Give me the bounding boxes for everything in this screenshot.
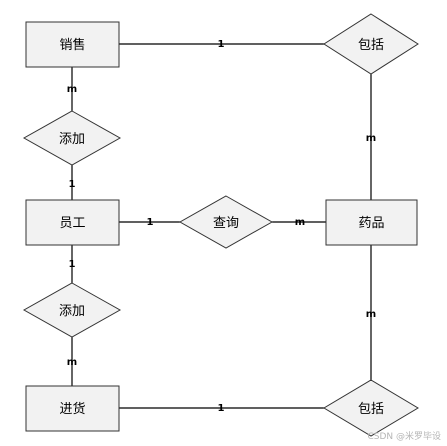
relation-include-top-label: 包括 [358, 38, 384, 53]
cardinality-labels: 1 m m 1 1 m 1 m 1 m [67, 39, 376, 414]
relation-include-top-diamond [323, 13, 419, 75]
entity-sales-box [25, 21, 120, 68]
relation-query-diamond [178, 195, 274, 249]
entity-employee-box [25, 199, 120, 246]
relation-add-bottom-diamond [22, 282, 122, 338]
card-include-medicine-top: m [366, 133, 376, 144]
entity-purchase-label: 进货 [59, 401, 85, 417]
entity-sales-label: 销售 [59, 37, 85, 53]
connectors [71, 43, 372, 409]
card-sales-include: 1 [218, 39, 225, 50]
relation-add-top-label: 添加 [59, 132, 85, 147]
relation-add-top[interactable]: 添加 [22, 110, 122, 166]
relation-query-label: 查询 [213, 216, 239, 231]
card-query-medicine: m [295, 217, 305, 228]
relation-add-top-diamond [22, 110, 122, 166]
relation-query[interactable]: 查询 [178, 195, 274, 249]
entity-sales[interactable]: 销售 [25, 21, 120, 68]
entity-medicine-label: 药品 [358, 216, 384, 231]
relation-include-bottom-label: 包括 [358, 402, 384, 417]
card-purchase-include: 1 [218, 403, 225, 414]
card-add-purchase: m [67, 357, 77, 368]
entity-employee[interactable]: 员工 [25, 199, 120, 246]
relation-add-bottom-label: 添加 [59, 304, 85, 319]
relation-add-bottom[interactable]: 添加 [22, 282, 122, 338]
entity-medicine[interactable]: 药品 [325, 199, 418, 246]
entity-medicine-box [325, 199, 418, 246]
entity-purchase[interactable]: 进货 [25, 385, 120, 432]
entity-purchase-box [25, 385, 120, 432]
card-medicine-include-bottom: m [366, 309, 376, 320]
card-sales-add: m [67, 84, 77, 95]
entity-employee-label: 员工 [59, 216, 85, 231]
card-employee-add: 1 [69, 259, 76, 270]
card-employee-query: 1 [147, 217, 154, 228]
card-add-employee-top: 1 [69, 179, 76, 190]
relation-include-top[interactable]: 包括 [323, 13, 419, 75]
watermark-text: CSDN @米罗毕设 [367, 432, 441, 442]
relation-include-bottom[interactable]: 包括 [323, 379, 419, 437]
relation-include-bottom-diamond [323, 379, 419, 437]
